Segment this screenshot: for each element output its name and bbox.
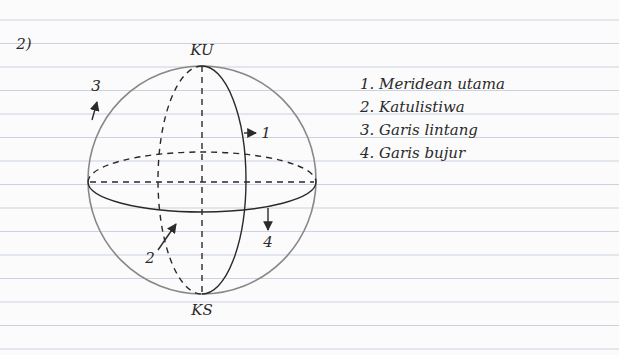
callout-number: 4 [263,234,273,251]
ruled-line [0,208,619,209]
ruled-line [0,349,619,350]
legend-note: 3. Garis lintang [360,122,478,139]
ruled-line [0,161,619,162]
ruled-line [0,67,619,68]
ruled-line [0,255,619,256]
pole-label: KU [190,42,213,59]
question-number: 2) [16,36,31,53]
callout-number: 2 [145,250,155,267]
legend-note: 2. Katulistiwa [360,99,465,116]
pole-label: KS [191,302,212,319]
ruled-line [0,184,619,185]
callout-number: 1 [261,125,271,142]
ruled-line [0,302,619,303]
ruled-line [0,43,619,44]
ruled-line [0,278,619,279]
legend-note: 4. Garis bujur [360,145,465,162]
ruled-line [0,325,619,326]
legend-note: 1. Meridean utama [360,76,505,93]
callout-number: 3 [91,78,101,95]
ruled-line [0,20,619,21]
ruled-line [0,231,619,232]
ruled-line [0,137,619,138]
